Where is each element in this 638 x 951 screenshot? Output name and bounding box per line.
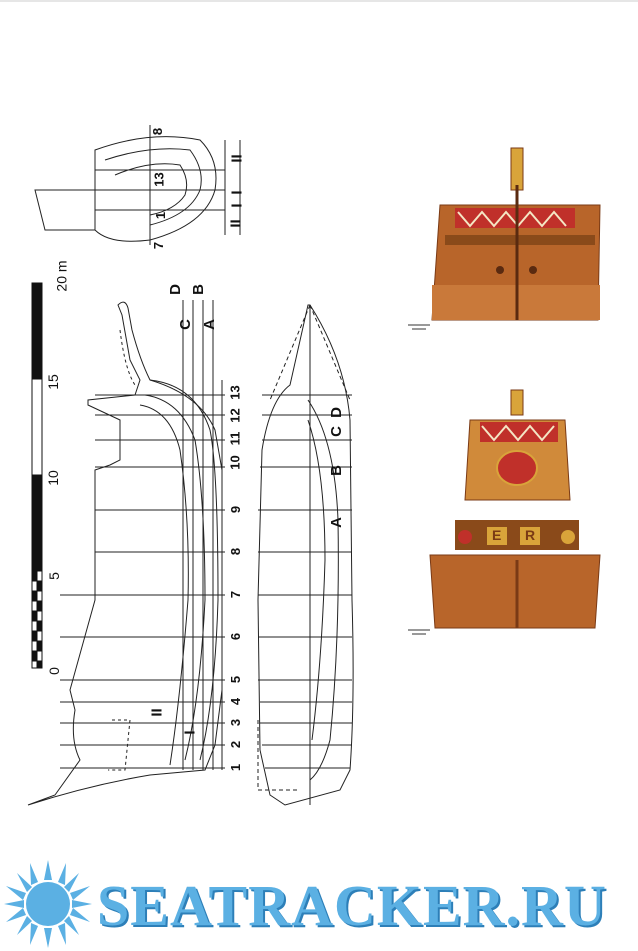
wl-label-d: D: [166, 284, 184, 295]
station-3: 3: [228, 718, 244, 727]
station-11: 11: [227, 431, 243, 446]
station-8: 8: [228, 547, 244, 556]
body-label-i-lower: I: [228, 203, 246, 208]
body-label-ii-lower: II: [227, 219, 245, 228]
sun-icon: [4, 860, 92, 948]
wl-label-b: B: [189, 284, 207, 295]
hb-label-c: C: [327, 426, 345, 437]
body-label-8: 8: [150, 127, 166, 136]
body-label-13: 13: [151, 172, 167, 187]
half-breadth-plan: [257, 304, 354, 806]
body-label-ii-upper: II: [228, 154, 246, 163]
station-4: 4: [228, 697, 244, 706]
body-label-7: 7: [151, 241, 167, 250]
station-12: 12: [227, 408, 243, 423]
body-label-1: 1: [153, 211, 169, 220]
scale-tick-5: 5: [45, 572, 62, 580]
stern-letter-e: E: [492, 527, 502, 543]
wl-label-c: C: [176, 319, 194, 330]
scale-unit-label: 20 m: [53, 260, 70, 292]
hb-label-b: B: [327, 465, 345, 476]
section-label-i: I: [181, 730, 199, 735]
hb-label-a: A: [327, 517, 345, 528]
lines-drawing: [0, 0, 638, 806]
logo-text: SEATRACKER.RU: [97, 873, 607, 938]
body-label-i-upper: I: [228, 190, 246, 195]
section-label-ii: II: [148, 708, 166, 717]
scale-tick-0: 0: [45, 667, 62, 675]
wl-label-a: A: [200, 319, 218, 330]
station-9: 9: [228, 505, 244, 514]
station-13: 13: [227, 385, 243, 400]
scale-tick-10: 10: [44, 470, 61, 486]
site-logo[interactable]: SEATRACKER.RU: [0, 858, 638, 951]
station-1: 1: [228, 763, 244, 772]
sheer-plan: [27, 300, 225, 806]
scale-bar: [31, 282, 43, 669]
station-6: 6: [228, 632, 244, 641]
station-7: 7: [228, 590, 244, 599]
stern-letter-r: R: [525, 527, 536, 543]
bow-view-illustration: [408, 147, 601, 330]
scale-tick-15: 15: [44, 374, 61, 390]
hb-label-d: D: [327, 407, 345, 418]
station-2: 2: [228, 740, 244, 749]
stern-view-illustration: [408, 389, 601, 635]
station-10: 10: [227, 455, 243, 470]
station-5: 5: [228, 675, 244, 684]
body-plan: [34, 125, 241, 245]
